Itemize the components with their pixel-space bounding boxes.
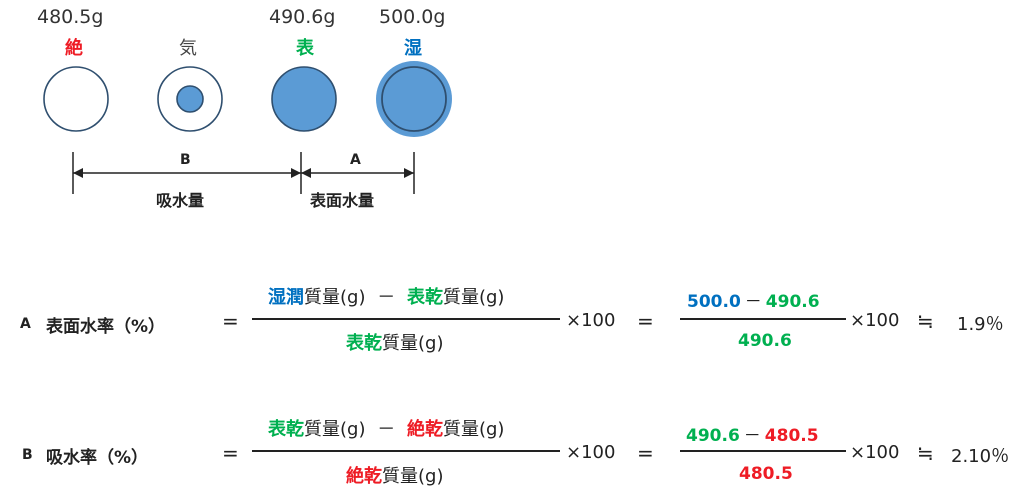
formula-b-times2: ×100 <box>850 442 900 463</box>
wet-value: 500.0 <box>687 292 741 312</box>
formula-a-result: 1.9％ <box>957 314 1004 335</box>
formula-b-value-numerator: 490.6－480.5 <box>686 421 819 446</box>
wet-label: 湿 <box>404 38 422 59</box>
formula-b-name: 吸水率（%） <box>46 448 149 468</box>
surface-dry-label: 表 <box>296 38 314 59</box>
formula-a-equals2: = <box>637 309 654 333</box>
mass-unit: 質量(g) <box>382 333 444 354</box>
formula-a-value-bar <box>680 318 846 320</box>
surface-dry-term: 表乾 <box>406 287 443 308</box>
formula-a-equals: = <box>222 309 239 333</box>
formula-b-fraction-bar <box>252 450 560 452</box>
absolute-dry-term: 絶乾 <box>406 419 443 440</box>
formula-a-times: ×100 <box>566 310 616 331</box>
formula-a-times2: ×100 <box>850 310 900 331</box>
formula-b-times: ×100 <box>566 442 616 463</box>
surface-dry-circle <box>271 66 337 132</box>
surface-dry-term: 表乾 <box>268 419 304 440</box>
dim-b-letter: B <box>180 152 191 168</box>
formula-a-letter: A <box>20 316 31 332</box>
absolute-dry-value: 480.5 <box>764 426 819 446</box>
formula-b-result: 2.10％ <box>951 446 1010 467</box>
surface-water-label: 表面水量 <box>310 191 375 210</box>
surface-dry-value: 490.6 <box>765 292 820 312</box>
minus-sign: － <box>377 287 396 308</box>
minus-sign: － <box>377 419 396 440</box>
formula-b-numerator: 表乾質量(g) － 絶乾質量(g) <box>268 415 504 441</box>
formula-b-denominator: 絶乾質量(g) <box>346 462 443 488</box>
absolute-dry-circle <box>43 66 109 132</box>
absolute-dry-term: 絶乾 <box>346 466 382 487</box>
formula-b-value-bar <box>680 450 846 452</box>
formula-b-approx: ≒ <box>917 441 934 465</box>
diagram-graphics <box>43 61 452 194</box>
mass-unit: 質量(g) <box>442 287 505 308</box>
wet-weight: 500.0g <box>379 6 446 28</box>
dim-a-letter: A <box>350 152 361 168</box>
formula-a-value-numerator: 500.0－490.6 <box>687 287 820 312</box>
formula-b-value-denominator: 480.5 <box>739 464 793 484</box>
minus-sign: － <box>743 426 761 446</box>
minus-sign: － <box>744 292 762 312</box>
formula-a-numerator: 湿潤質量(g) － 表乾質量(g) <box>268 283 504 309</box>
formula-a-name: 表面水率（%） <box>46 317 166 337</box>
absolute-dry-weight: 480.5g <box>37 6 104 28</box>
surface-dry-value: 490.6 <box>686 426 740 446</box>
air-dry-inner-circle <box>176 85 204 113</box>
formula-a-approx: ≒ <box>917 309 934 333</box>
formula-b-equals2: = <box>637 441 654 465</box>
formula-b-equals: = <box>222 441 239 465</box>
formula-a-fraction-bar <box>252 318 560 320</box>
mass-unit: 質量(g) <box>304 287 366 308</box>
wet-term: 湿潤 <box>268 287 304 308</box>
formula-a-value-denominator: 490.6 <box>738 331 792 351</box>
absolute-dry-label: 絶 <box>65 38 83 59</box>
wet-circle <box>381 66 447 132</box>
formula-a-denominator: 表乾質量(g) <box>346 329 443 355</box>
mass-unit: 質量(g) <box>382 466 444 487</box>
surface-dry-term: 表乾 <box>346 333 382 354</box>
surface-dry-weight: 490.6g <box>269 6 336 28</box>
formula-b-letter: B <box>22 447 33 463</box>
absorbed-water-label: 吸水量 <box>156 191 205 210</box>
mass-unit: 質量(g) <box>304 419 366 440</box>
air-dry-label: 気 <box>179 38 197 59</box>
mass-unit: 質量(g) <box>442 419 505 440</box>
